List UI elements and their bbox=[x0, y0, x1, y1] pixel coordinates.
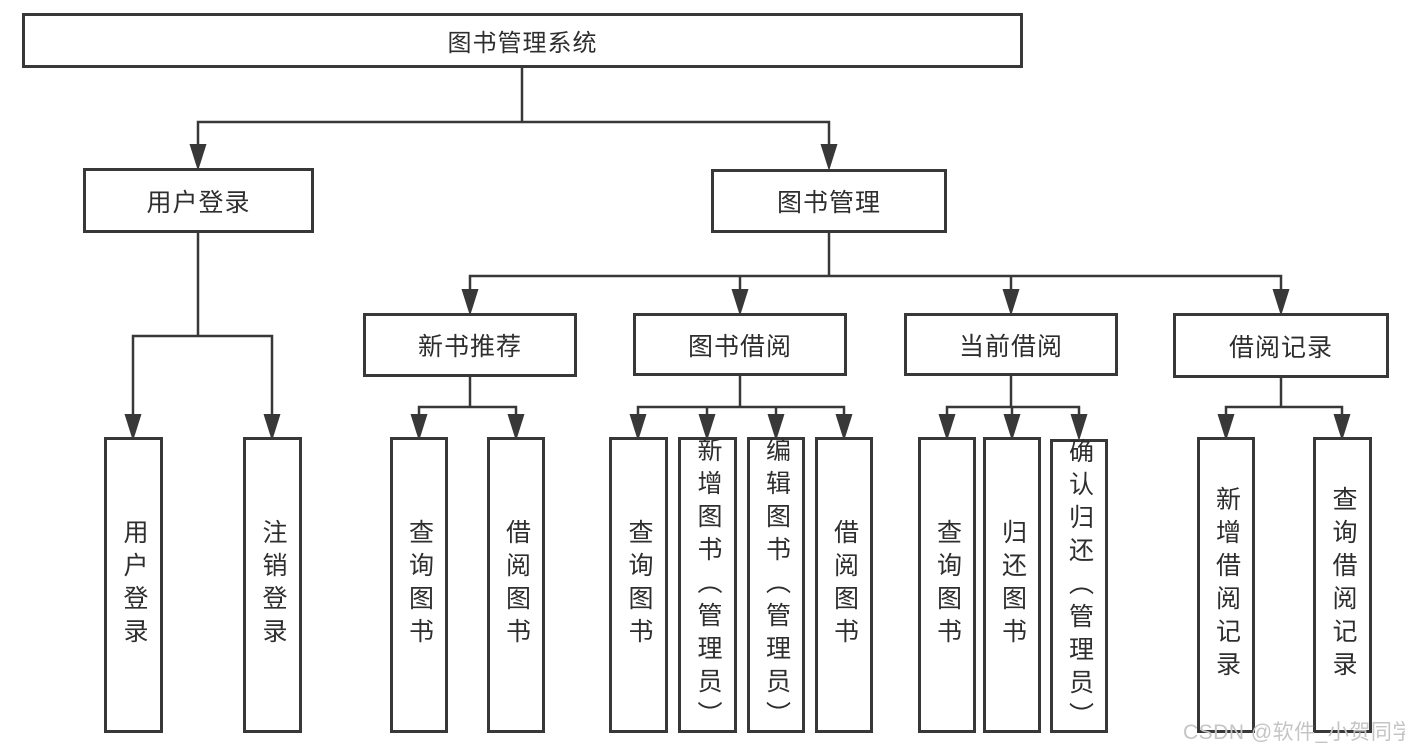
node-leaf-add-book-label: 新增图书（管理员） bbox=[694, 436, 722, 734]
node-root: 图书管理系统 bbox=[22, 13, 1023, 68]
node-user-login-label: 用户登录 bbox=[146, 188, 251, 217]
node-book-borrow: 图书借阅 bbox=[633, 313, 847, 376]
node-leaf-logout-label: 注销登录 bbox=[259, 519, 287, 651]
node-leaf-query-record-label: 查询借阅记录 bbox=[1329, 486, 1357, 684]
node-leaf-borrow-book-2: 借阅图书 bbox=[815, 437, 873, 733]
node-book-borrow-label: 图书借阅 bbox=[687, 332, 792, 361]
node-leaf-query-book-1: 查询图书 bbox=[390, 437, 448, 733]
watermark-text: CSDN @软件_小贺同学 bbox=[1183, 721, 1405, 744]
node-leaf-confirm-return: 确认归还（管理员） bbox=[1050, 437, 1108, 735]
node-leaf-borrow-book-1-label: 借阅图书 bbox=[502, 519, 531, 651]
node-current-borrow-label: 当前借阅 bbox=[958, 332, 1063, 361]
node-leaf-borrow-book-1: 借阅图书 bbox=[487, 437, 545, 733]
node-leaf-borrow-book-2-label: 借阅图书 bbox=[830, 519, 859, 651]
node-user-login: 用户登录 bbox=[83, 168, 314, 233]
node-leaf-return-book-label: 归还图书 bbox=[998, 519, 1027, 651]
node-book-mgmt-label: 图书管理 bbox=[776, 189, 881, 217]
node-borrow-record-label: 借阅记录 bbox=[1228, 333, 1333, 362]
node-root-label: 图书管理系统 bbox=[447, 30, 598, 57]
node-leaf-confirm-return-label: 确认归还（管理员） bbox=[1065, 437, 1094, 735]
node-book-mgmt: 图书管理 bbox=[711, 169, 947, 233]
node-new-book-rec-label: 新书推荐 bbox=[417, 333, 522, 361]
node-leaf-edit-book-label: 编辑图书（管理员） bbox=[762, 436, 791, 734]
node-leaf-add-book: 新增图书（管理员） bbox=[678, 436, 737, 734]
node-leaf-edit-book: 编辑图书（管理员） bbox=[747, 436, 805, 734]
node-leaf-query-book-3-label: 查询图书 bbox=[933, 519, 962, 651]
node-leaf-query-record: 查询借阅记录 bbox=[1313, 437, 1372, 733]
node-new-book-rec: 新书推荐 bbox=[363, 313, 577, 377]
node-leaf-user-login-label: 用户登录 bbox=[120, 519, 148, 651]
node-current-borrow: 当前借阅 bbox=[904, 313, 1118, 376]
node-borrow-record: 借阅记录 bbox=[1173, 313, 1389, 378]
node-leaf-query-book-3: 查询图书 bbox=[918, 437, 976, 733]
node-leaf-query-book-2-label: 查询图书 bbox=[625, 519, 653, 651]
node-leaf-return-book: 归还图书 bbox=[983, 437, 1041, 733]
node-leaf-query-book-1-label: 查询图书 bbox=[405, 519, 434, 651]
node-leaf-query-book-2: 查询图书 bbox=[609, 437, 668, 733]
node-leaf-logout: 注销登录 bbox=[243, 437, 302, 733]
node-leaf-add-record: 新增借阅记录 bbox=[1197, 437, 1255, 733]
node-leaf-user-login: 用户登录 bbox=[104, 437, 163, 733]
node-leaf-add-record-label: 新增借阅记录 bbox=[1212, 486, 1241, 684]
